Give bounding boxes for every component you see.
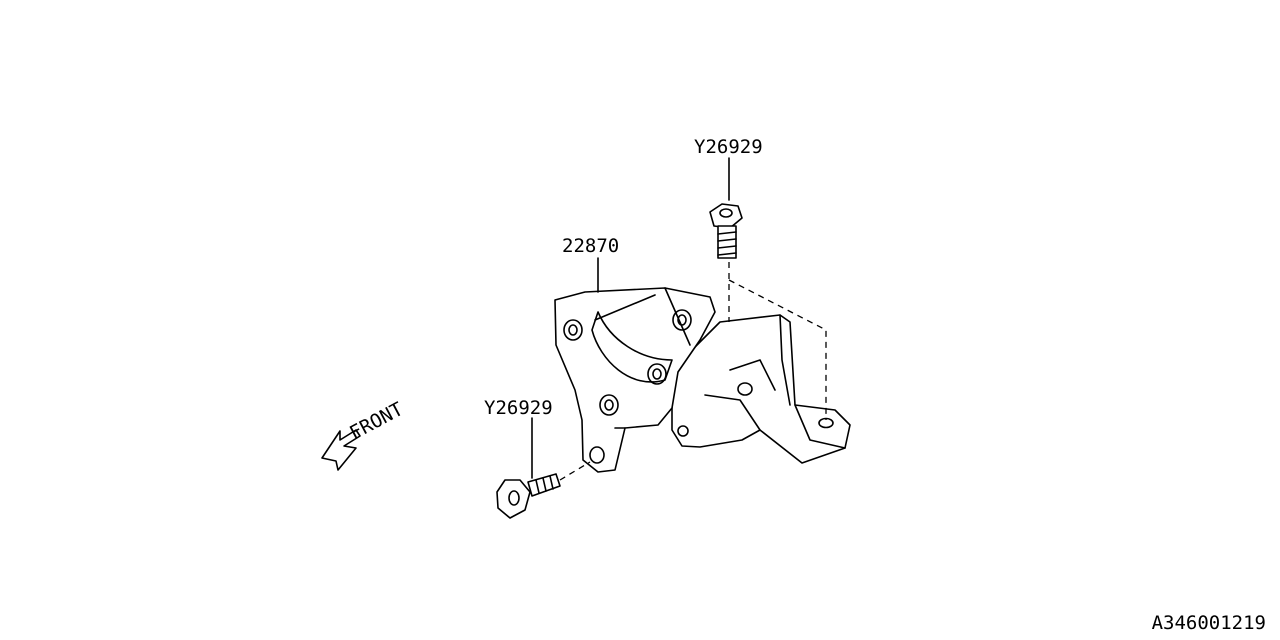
bolt-left-part [496,473,561,519]
front-arrow-icon [321,429,361,471]
front-label: FRONT [346,398,407,444]
part-label-y26929-left: Y26929 [484,397,553,419]
assembly-dashed-line [728,279,827,420]
bracket-part [554,287,851,473]
diagram-id: A346001219 [1151,612,1266,634]
part-label-22870: 22870 [562,235,619,257]
assembly-dashed-line [559,461,591,481]
part-label-y26929-top: Y26929 [694,136,763,158]
bolt-top-part [709,203,743,259]
